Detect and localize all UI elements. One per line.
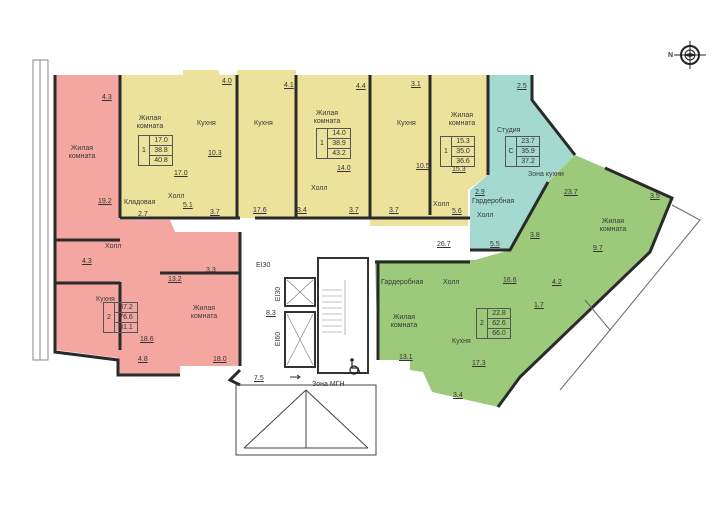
room-area: 3.4 (297, 207, 307, 214)
room-area: 16.6 (503, 277, 517, 284)
balcony-area: 3.5 (650, 193, 660, 200)
room-label: Холл (443, 279, 460, 286)
wc-area: 1.7 (534, 302, 544, 309)
room-area: 19.2 (98, 198, 112, 205)
fire-rating-label: EI30 (275, 286, 283, 302)
north-arrow-compass-icon (674, 41, 706, 69)
room-area: 10.5 (416, 163, 430, 170)
balcony-area: 2.5 (517, 83, 527, 90)
lobby-area: 8.3 (266, 310, 276, 317)
balcony-area: 4.3 (102, 94, 112, 101)
bathroom-area: 3.8 (530, 232, 540, 239)
apartment-summary-table: 1 17.0 38.8 40.8 (138, 135, 173, 166)
room-area: 5.6 (452, 208, 462, 215)
balcony-area: 3.4 (453, 392, 463, 399)
apartment-summary-table: 1 15.3 35.0 36.6 (440, 136, 475, 167)
room-label: Жилая комната (136, 115, 164, 130)
balcony-area: 4.8 (138, 356, 148, 363)
room-area: 9.7 (593, 245, 603, 252)
right-balcony (559, 204, 701, 391)
stair-core (284, 257, 369, 374)
room-label: Жилая комната (448, 112, 476, 127)
room-area: 14.0 (337, 165, 351, 172)
bathroom-area: 4.2 (552, 279, 562, 286)
room-label: Жилая комната (599, 218, 627, 233)
room-label: Гардеробная (472, 198, 515, 205)
room-area: 23.7 (564, 189, 578, 196)
compass-north-label: N (668, 52, 674, 59)
stairs (322, 280, 346, 335)
room-area: 15.3 (452, 166, 466, 173)
room-label: Кухня (254, 120, 273, 127)
room-label: Жилая комната (190, 305, 218, 320)
mgn-zone-label: Зона МГН (312, 381, 345, 388)
room-area: 10.3 (208, 150, 222, 157)
room-label: Холл (105, 243, 122, 250)
room-label: Студия (497, 127, 521, 134)
bathroom-area: 3.7 (389, 207, 399, 214)
room-area: 17.3 (472, 360, 486, 367)
room-label: Гардеробная (381, 279, 424, 286)
room-area: 17.6 (253, 207, 267, 214)
apartment-summary-table: 1 14.0 38.9 43.2 (316, 128, 351, 159)
room-label: Холл (477, 212, 494, 219)
room-label: Кухня (96, 296, 115, 303)
balcony-area: 4.4 (356, 83, 366, 90)
apartment-yellow-a (120, 70, 237, 218)
corridor-area: 26.7 (437, 241, 451, 248)
entry-arrow-icon (290, 374, 301, 380)
room-area: 2.9 (475, 189, 485, 196)
walls (53, 75, 674, 408)
bathroom-area: 4.3 (82, 258, 92, 265)
room-label: Жилая комната (390, 314, 418, 329)
room-label: Кухня (197, 120, 216, 127)
wheelchair-icon (349, 358, 361, 375)
room-label: Жилая комната (68, 145, 96, 160)
room-area: 13.1 (399, 354, 413, 361)
balcony-area: 4.0 (222, 78, 232, 85)
room-area: 2.7 (138, 211, 148, 218)
balcony-area: 4.1 (284, 82, 294, 89)
wc-area: 3.3 (206, 267, 216, 274)
bathroom-area: 3.7 (210, 209, 220, 216)
room-label: Жилая комната (313, 110, 341, 125)
room-label: Зона кухни (528, 171, 564, 178)
vestibule-area: 7.5 (254, 375, 264, 382)
room-area: 17.0 (174, 170, 188, 177)
bathroom-area: 3.7 (349, 207, 359, 214)
apartment-summary-table: 2 37.2 76.6 81.1 (103, 302, 138, 333)
room-area: 5.5 (490, 241, 500, 248)
room-area: 5.1 (183, 202, 193, 209)
fire-rating-label: EI60 (275, 331, 283, 347)
apartment-green (375, 155, 672, 407)
apartment-summary-table: С 23.7 35.9 37.2 (505, 136, 540, 167)
apartment-teal-studio (470, 75, 575, 250)
room-label: Холл (433, 201, 450, 208)
left-facade (32, 59, 49, 361)
elevator-crosses (286, 279, 314, 366)
room-label: Кухня (452, 338, 471, 345)
room-label: Кладовая (124, 199, 156, 206)
room-label: Кухня (397, 120, 416, 127)
apartment-summary-table: 2 22.8 62.6 66.0 (476, 308, 511, 339)
room-label: Холл (168, 193, 185, 200)
apartment-pink (55, 75, 240, 375)
room-area: 18.0 (213, 356, 227, 363)
entrance-canopy (235, 384, 377, 456)
room-area: 13.2 (168, 276, 182, 283)
room-label: Холл (311, 185, 328, 192)
balcony-area: 3.1 (411, 81, 421, 88)
apartment-yellow-b (237, 70, 370, 218)
fire-rating-label: EI30 (256, 262, 271, 269)
room-area: 18.6 (140, 336, 154, 343)
